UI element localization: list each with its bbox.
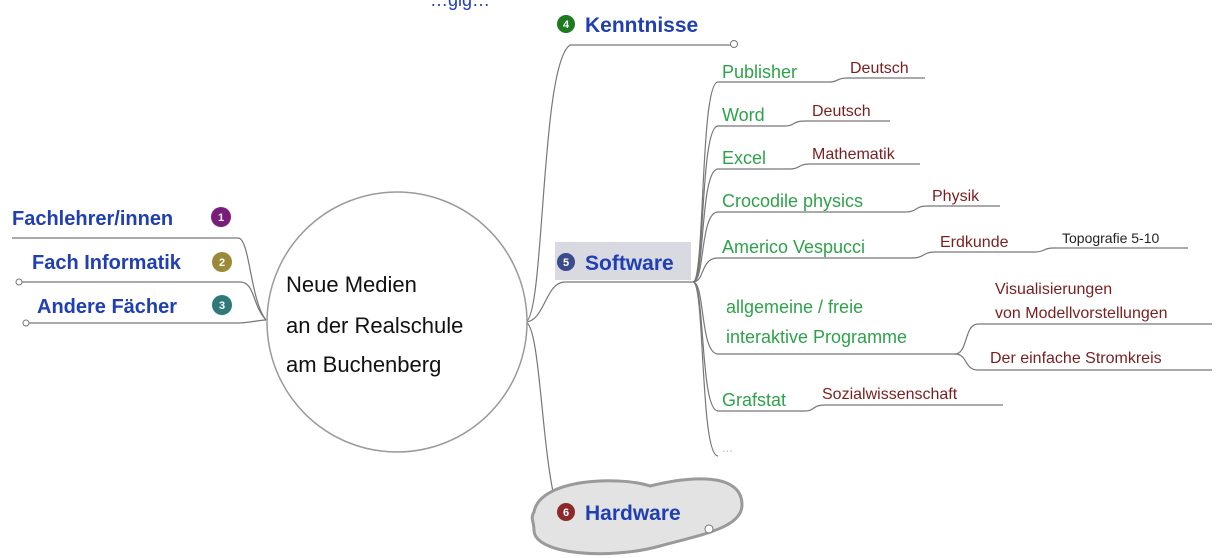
- connector-software-sub: [789, 163, 920, 170]
- connector-software-sub: [911, 251, 1035, 259]
- selected-highlight: [555, 242, 691, 280]
- subject-label[interactable]: Mathematik: [812, 146, 896, 163]
- branch-fachlehrer[interactable]: Fachlehrer/innen 1: [12, 207, 231, 230]
- subject-label[interactable]: Deutsch: [812, 103, 871, 120]
- central-topic-line-3: am Buchenberg: [286, 352, 441, 377]
- subject-label-line-1[interactable]: Visualisierungen: [995, 281, 1112, 298]
- connector-software-item: [692, 168, 790, 283]
- subject-label-line-2[interactable]: von Modellvorstellungen: [995, 305, 1168, 322]
- branch-label: Fach Informatik: [32, 252, 182, 274]
- branch-label: Fachlehrer/innen: [12, 208, 173, 230]
- software-item-publisher[interactable]: Publisher: [722, 62, 797, 82]
- branch-label: Kenntnisse: [585, 14, 698, 37]
- connector-kenntnisse: [524, 44, 733, 323]
- number-badge-label: 4: [563, 19, 570, 31]
- software-item-crocodile-physics[interactable]: Crocodile physics: [722, 191, 863, 211]
- number-badge-label: 1: [218, 212, 224, 224]
- number-badge-icon: [212, 295, 232, 315]
- number-badge-label: 2: [219, 257, 225, 269]
- connector-left-3: [26, 319, 267, 324]
- branch-node[interactable]: [15, 278, 23, 286]
- branch-andere-faecher[interactable]: Andere Fächer 3: [37, 295, 232, 318]
- branch-kenntnisse[interactable]: 4 Kenntnisse: [557, 14, 698, 37]
- connector-software-item: [692, 281, 719, 457]
- connector-software-item: [692, 211, 905, 283]
- number-badge-icon: [557, 253, 575, 271]
- connector-software-item: [692, 125, 785, 283]
- connector-software-sub: [954, 323, 1212, 355]
- number-badge-label: 6: [563, 507, 569, 519]
- header-fragment: …gig…: [430, 0, 490, 10]
- software-item-word[interactable]: Word: [722, 105, 765, 125]
- connector-left-2: [20, 281, 267, 321]
- number-badge-icon: [211, 207, 231, 227]
- branch-label: Hardware: [585, 502, 681, 525]
- subject-label[interactable]: Erdkunde: [940, 234, 1009, 251]
- branch-fach-informatik[interactable]: Fach Informatik 2: [32, 252, 232, 274]
- branch-label: Software: [585, 252, 674, 275]
- connector-software: [524, 281, 693, 323]
- connector-software-sub: [829, 77, 925, 83]
- number-badge-icon: [557, 503, 575, 521]
- software-item-grafstat[interactable]: Grafstat: [722, 390, 786, 410]
- branch-hardware[interactable]: 6 Hardware: [530, 477, 744, 556]
- number-badge-label: 3: [219, 300, 225, 312]
- connector-software-sub: [904, 205, 1000, 213]
- central-topic-node[interactable]: [266, 191, 528, 453]
- branch-label: Andere Fächer: [37, 296, 177, 318]
- branch-node[interactable]: [730, 40, 738, 48]
- connector-software-item: [692, 281, 955, 355]
- connector-software-sub: [804, 404, 1003, 412]
- software-item-americo-vespucci[interactable]: Americo Vespucci: [722, 237, 865, 257]
- subject-label[interactable]: Sozialwissenschaft: [822, 386, 958, 403]
- subject-label[interactable]: Deutsch: [850, 60, 909, 77]
- number-badge-icon: [557, 15, 575, 33]
- connector-software-sub: [784, 120, 890, 127]
- branch-software[interactable]: 5 Software: [555, 242, 691, 280]
- topic-label[interactable]: Topografie 5-10: [1062, 230, 1160, 246]
- software-item-allgemeine-line-2[interactable]: interaktive Programme: [726, 327, 907, 347]
- subject-label[interactable]: Physik: [932, 188, 980, 205]
- central-topic-line-2: an der Realschule: [286, 313, 463, 338]
- connector-software-subsub: [1034, 247, 1188, 253]
- branch-node[interactable]: [704, 524, 714, 534]
- number-badge-label: 5: [563, 257, 569, 269]
- software-item-more[interactable]: ...: [722, 440, 733, 455]
- software-item-allgemeine-line-1[interactable]: allgemeine / freie: [726, 297, 863, 317]
- connector-software-item: [692, 257, 912, 283]
- connector-left-1: [12, 237, 267, 321]
- subject-label[interactable]: Der einfache Stromkreis: [990, 350, 1162, 367]
- number-badge-icon: [212, 252, 232, 272]
- branch-node[interactable]: [22, 319, 30, 327]
- connector-software-sub: [954, 353, 1212, 371]
- software-item-excel[interactable]: Excel: [722, 148, 766, 168]
- selected-cloud-outline: [530, 477, 744, 556]
- central-topic-line-1: Neue Medien: [286, 272, 417, 297]
